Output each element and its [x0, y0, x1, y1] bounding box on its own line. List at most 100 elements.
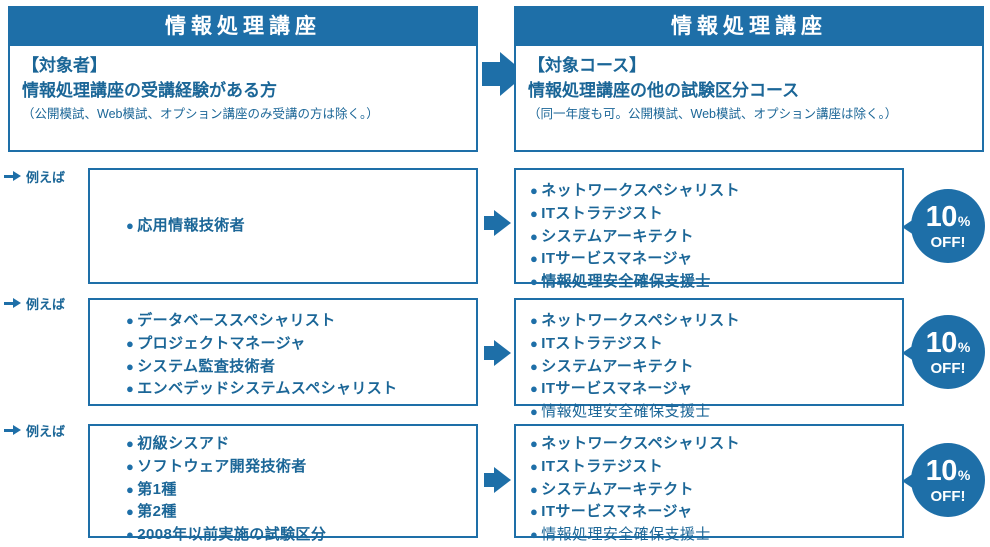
example-label: 例えば: [26, 297, 66, 312]
item-label: ネットワークスペシャリスト: [541, 435, 740, 452]
list-item: ●ネットワークスペシャリスト: [530, 310, 888, 333]
list-item: ●ネットワークスペシャリスト: [530, 180, 888, 203]
item-label: ITサービスマネージャ: [541, 503, 693, 521]
item-label: 情報処理安全確保支援士: [541, 526, 711, 544]
right-header-body: 【対象コース】 情報処理講座の他の試験区分コース （同一年度も可。公開模試、We…: [516, 46, 982, 131]
list-item: ●情報処理安全確保支援士: [530, 524, 888, 547]
list-item: ●ITストラテジスト: [530, 456, 888, 479]
left-item-list-row2: ●データベーススペシャリスト ●プロジェクトマネージャ ●システム監査技術者 ●…: [104, 310, 462, 401]
list-item: ●ソフトウェア開発技術者: [104, 456, 462, 479]
left-header-line1: 【対象者】: [22, 56, 107, 76]
left-header-body: 【対象者】 情報処理講座の受講経験がある方 （公開模試、Web模試、オプション講…: [10, 46, 476, 131]
badge-top-row: 10 %: [925, 454, 971, 487]
bullet-icon: ●: [530, 205, 539, 221]
item-label: ITサービスマネージャ: [541, 380, 693, 398]
discount-badge-row3: 10 % OFF!: [902, 443, 985, 517]
example-arrow-icon: [4, 424, 22, 438]
bullet-icon: ●: [126, 458, 135, 474]
example-arrow-icon: [4, 170, 22, 184]
list-item: ●ITストラテジスト: [530, 203, 888, 226]
bullet-icon: ●: [126, 481, 135, 497]
list-item: ●システムアーキテクト: [530, 356, 888, 379]
example-tag-row3: 例えば: [4, 421, 65, 440]
list-item: ●システムアーキテクト: [530, 226, 888, 249]
right-header-line2: 情報処理講座の他の試験区分コース: [528, 80, 800, 100]
badge-number: 10: [925, 326, 958, 359]
list-item: ●ITサービスマネージャ: [530, 501, 888, 524]
right-header-panel: 情報処理講座 【対象コース】 情報処理講座の他の試験区分コース （同一年度も可。…: [514, 6, 984, 152]
badge-top-row: 10 %: [925, 200, 971, 233]
left-header-note: （公開模試、Web模試、オプション講座のみ受講の方は除く。）: [22, 107, 379, 122]
row1-arrow-icon: [494, 210, 511, 236]
item-label: システムアーキテクト: [541, 357, 694, 375]
example-label: 例えば: [26, 170, 66, 185]
badge-percent: %: [957, 466, 971, 483]
bullet-icon: ●: [126, 436, 135, 451]
item-label: ITストラテジスト: [541, 334, 664, 352]
example-label: 例えば: [26, 424, 66, 439]
item-label: ITストラテジスト: [541, 457, 664, 475]
right-item-list-row2: ●ネットワークスペシャリスト ●ITストラテジスト ●システムアーキテクト ●I…: [530, 310, 888, 424]
example-arrow-icon: [4, 297, 22, 311]
left-header-line2: 情報処理講座の受講経験がある方: [22, 80, 277, 100]
item-label: 第2種: [137, 503, 177, 521]
example-tag-row1: 例えば: [4, 167, 65, 186]
row3-arrow-stem: [484, 473, 496, 487]
discount-badge-row1: 10 % OFF!: [902, 189, 985, 263]
item-label: システムアーキテクト: [541, 227, 694, 245]
row3-arrow-icon: [494, 467, 511, 493]
bullet-icon: ●: [530, 404, 539, 420]
badge-off-label: OFF!: [930, 233, 966, 251]
list-item: ●初級シスアド: [104, 433, 462, 456]
badge-off-label: OFF!: [930, 359, 966, 377]
right-item-list-row1: ●ネットワークスペシャリスト ●ITストラテジスト ●システムアーキテクト ●I…: [530, 180, 888, 294]
bullet-icon: ●: [530, 504, 539, 520]
bullet-icon: ●: [530, 458, 539, 474]
bullet-icon: ●: [530, 527, 539, 543]
bullet-icon: ●: [530, 481, 539, 497]
bullet-icon: ●: [530, 335, 539, 351]
bullet-icon: ●: [126, 381, 135, 397]
left-box-row3: ●初級シスアド ●ソフトウェア開発技術者 ●第1種 ●第2種 ●2008年以前実…: [88, 424, 478, 543]
bullet-icon: ●: [530, 313, 539, 328]
example-tag-row2: 例えば: [4, 294, 65, 313]
item-label: システムアーキテクト: [541, 480, 694, 498]
right-box-row1: ●ネットワークスペシャリスト ●ITストラテジスト ●システムアーキテクト ●I…: [514, 168, 904, 290]
item-label: プロジェクトマネージャ: [137, 334, 306, 352]
bullet-icon: ●: [126, 527, 135, 543]
badge-percent: %: [957, 212, 971, 229]
item-label: 情報処理安全確保支援士: [541, 403, 711, 421]
left-box-row1: ●応用情報技術者: [88, 168, 478, 284]
list-item: ●ITストラテジスト: [530, 333, 888, 356]
row2-arrow-stem: [484, 346, 496, 360]
badge-tail-icon: [902, 219, 914, 235]
badge-number: 10: [925, 200, 958, 233]
list-item: ●応用情報技術者: [104, 215, 462, 238]
bullet-icon: ●: [530, 228, 539, 244]
left-item-list-row1: ●応用情報技術者: [104, 215, 462, 238]
list-item: ●2008年以前実施の試験区分: [104, 524, 462, 547]
list-item: ●データベーススペシャリスト: [104, 310, 462, 333]
badge-tail-icon: [902, 345, 914, 361]
item-label: データベーススペシャリスト: [137, 312, 336, 329]
header-arrow-stem: [482, 62, 502, 86]
list-item: ●第2種: [104, 501, 462, 524]
item-label: ネットワークスペシャリスト: [541, 182, 740, 199]
item-label: 応用情報技術者: [137, 216, 246, 234]
badge-number: 10: [925, 454, 958, 487]
list-item: ●エンベデッドシステムスペシャリスト: [104, 378, 462, 401]
list-item: ●プロジェクトマネージャ: [104, 333, 462, 356]
bullet-icon: ●: [530, 436, 539, 451]
item-label: 初級シスアド: [137, 435, 230, 452]
badge-top-row: 10 %: [925, 326, 971, 359]
item-label: ITストラテジスト: [541, 204, 664, 222]
badge-percent: %: [957, 338, 971, 355]
row1-arrow-stem: [484, 216, 496, 230]
right-header-note: （同一年度も可。公開模試、Web模試、オプション講座は除く。）: [528, 107, 898, 122]
row2-arrow-icon: [494, 340, 511, 366]
right-box-row3: ●ネットワークスペシャリスト ●ITストラテジスト ●システムアーキテクト ●I…: [514, 424, 904, 543]
bullet-icon: ●: [530, 251, 539, 267]
right-box-row2: ●ネットワークスペシャリスト ●ITストラテジスト ●システムアーキテクト ●I…: [514, 298, 904, 420]
left-header-title: 情報処理講座: [10, 8, 476, 47]
